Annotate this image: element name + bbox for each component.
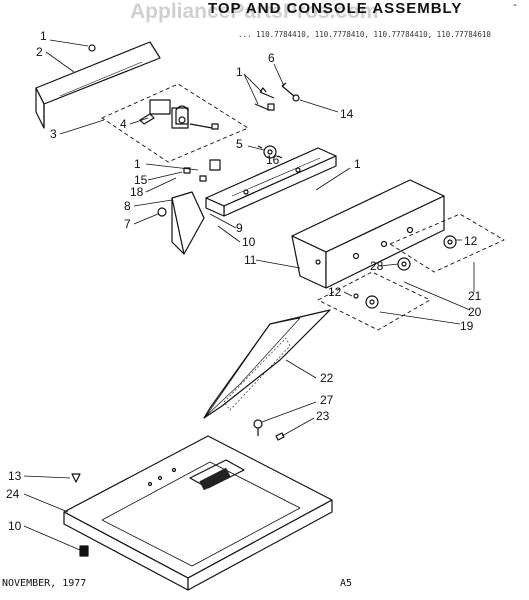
screen-fasteners <box>253 419 285 441</box>
switch-group-outline <box>101 83 249 163</box>
model-numbers: ... 110.7784410, 110.7778410, 110.777844… <box>238 30 491 39</box>
callout-label: 18 <box>130 185 144 199</box>
lint-screen-part-22 <box>203 309 331 419</box>
callout-label: 3 <box>50 127 57 141</box>
corner-mark: - <box>512 0 519 11</box>
callout-label: 10 <box>242 235 256 249</box>
callout-label: 16 <box>266 153 280 167</box>
footer-page-code: A5 <box>340 578 353 589</box>
callout-label: 2 <box>36 45 43 59</box>
leader-lines <box>23 39 475 551</box>
callout-label: 19 <box>460 319 474 333</box>
top-panel-part-24 <box>63 435 333 591</box>
callout-label: 22 <box>320 371 334 385</box>
callout-label: 10 <box>8 519 22 533</box>
callout-label: 13 <box>8 469 22 483</box>
callout-label: 1 <box>354 157 361 171</box>
callout-label: 15 <box>134 173 148 187</box>
rear-panel-part <box>35 41 161 129</box>
callout-label: 21 <box>468 289 482 303</box>
callout-label: 1 <box>236 65 243 79</box>
callout-label: 1 <box>134 157 141 171</box>
callout-label: 8 <box>124 199 131 213</box>
console-bracket-rail <box>183 147 337 217</box>
knob-group-outline <box>317 213 505 331</box>
end-bracket-part-8 <box>157 191 205 255</box>
console-panel-part-11 <box>291 179 445 289</box>
callout-label: 24 <box>6 487 20 501</box>
callout-label: 4 <box>120 117 127 131</box>
lower-fasteners <box>71 473 89 557</box>
callout-label: 5 <box>236 137 243 151</box>
upper-fasteners <box>254 82 300 111</box>
callout-label: 14 <box>340 107 354 121</box>
callout-label: 7 <box>124 217 131 231</box>
callout-label: 11 <box>244 253 257 267</box>
knob-part-16 <box>257 145 283 159</box>
callout-label: 23 <box>316 409 330 423</box>
callout-label: 12 <box>464 234 478 248</box>
callout-label: 20 <box>468 305 482 319</box>
callout-label: 12 <box>328 285 342 299</box>
callout-labels: 1 2 1 6 14 3 4 5 16 1 15 18 1 8 9 7 10 1… <box>6 29 482 533</box>
callout-label: 9 <box>236 221 243 235</box>
callout-label: 28 <box>370 259 384 273</box>
callout-label: 27 <box>320 393 334 407</box>
diagram-title: TOP AND CONSOLE ASSEMBLY <box>208 0 463 17</box>
callout-label: 1 <box>40 29 47 43</box>
callout-label: 6 <box>268 51 275 65</box>
footer-date: NOVEMBER, 1977 <box>2 578 87 589</box>
